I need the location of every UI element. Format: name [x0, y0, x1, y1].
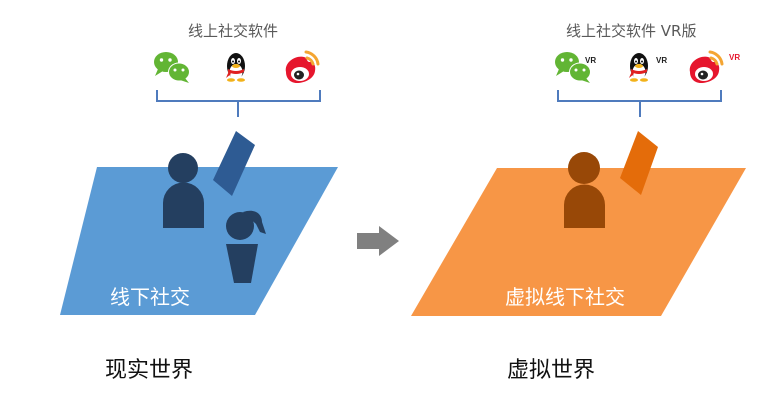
woman-figure-icon	[226, 210, 266, 283]
right-app-icons	[555, 50, 724, 85]
right-panel-title: 线上社交软件 VR版	[566, 22, 697, 40]
man-figure-icon	[163, 153, 204, 228]
right-arrow-icon	[357, 226, 399, 256]
weibo-icon	[284, 50, 320, 85]
left-app-icons	[154, 50, 320, 85]
phone-icon	[213, 131, 255, 196]
qq-penguin-icon	[629, 53, 648, 82]
weibo-vr-tag: VR	[729, 53, 741, 62]
right-bracket	[557, 90, 722, 117]
left-world-label: 现实世界	[105, 358, 194, 383]
right-plane-label: 虚拟线下社交	[505, 285, 625, 309]
wechat-vr-tag: VR	[585, 56, 597, 65]
left-panel-title: 线上社交软件	[188, 22, 279, 40]
virtual-offline-social-plane	[411, 168, 746, 316]
offline-social-plane	[60, 167, 338, 315]
qq-penguin-icon	[226, 53, 245, 82]
right-world-label: 虚拟世界	[507, 358, 596, 383]
wechat-icon	[154, 52, 190, 83]
left-bracket	[156, 90, 321, 117]
weibo-icon	[688, 50, 724, 85]
left-plane-label: 线下社交	[110, 285, 190, 309]
phone-icon	[620, 131, 658, 195]
qq-vr-tag: VR	[656, 56, 668, 65]
avatar-figure-icon	[564, 152, 605, 228]
